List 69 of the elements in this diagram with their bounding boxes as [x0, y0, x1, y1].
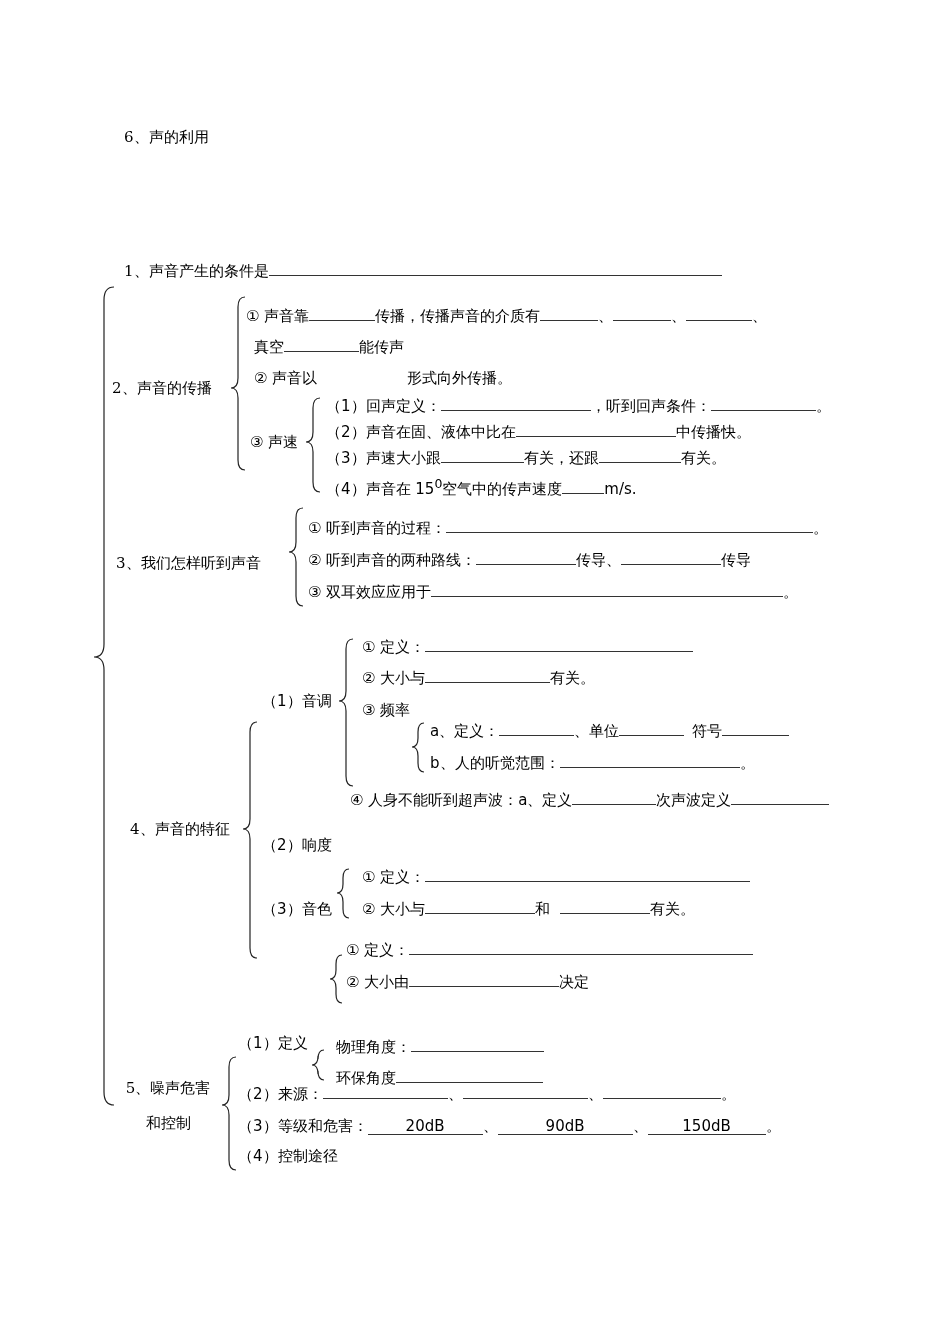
item-text: 中传播快。: [675, 423, 751, 441]
item-text: 有关。: [650, 900, 696, 918]
item-text: 和: [535, 900, 551, 918]
item-text: 传播，传播声音的介质有: [375, 307, 541, 325]
item-text: 传导、: [576, 551, 622, 569]
item-text: （4）控制途径: [238, 1147, 338, 1165]
item-text: ① 定义：: [346, 941, 410, 959]
item-text: 。: [765, 1117, 781, 1135]
item-text: ④ 人身不能听到超声波：a、定义: [350, 791, 573, 809]
section-heading: 2、声音的传播: [112, 379, 212, 397]
item-text: 、: [752, 307, 768, 325]
item-text: 真空: [254, 338, 284, 356]
item-text: （1）回声定义：: [326, 397, 441, 415]
item-text: ② 听到声音的两种路线：: [308, 551, 477, 569]
section-heading: 3、我们怎样听到声音: [116, 554, 261, 572]
fill-in-line: 20dB: [367, 1119, 483, 1135]
item-text: 有关。: [680, 449, 726, 467]
item-text: 。: [739, 754, 755, 772]
fill-in-line: 150dB: [647, 1119, 766, 1135]
item-text: 决定: [559, 973, 590, 991]
item-text: ① 听到声音的过程：: [308, 519, 447, 537]
item-text: 传导: [721, 551, 752, 569]
item-text: （3）声速大小跟: [326, 449, 441, 467]
item-text: ① 定义：: [362, 638, 426, 656]
item-text: 。: [720, 1085, 736, 1103]
item-text: 物理角度：: [336, 1038, 411, 1056]
item-text: 、: [447, 1085, 463, 1103]
item-text: b、人的听觉范围：: [430, 754, 560, 772]
item-text: ③ 声速: [250, 433, 299, 451]
item-text: 、: [598, 307, 614, 325]
section-heading: 1、声音产生的条件是: [124, 262, 269, 280]
item-text: （3）音色: [262, 900, 332, 918]
item-text: 。: [783, 583, 799, 601]
item-text: ② 声音以: [254, 369, 318, 387]
item-text: （4）声音在 15$^{0}$空气中的传声速度: [326, 480, 563, 498]
item-text: （2）声音在固、液体中比在: [326, 423, 516, 441]
item-text: （1）定义: [238, 1034, 308, 1052]
item-text: ① 声音靠: [246, 307, 310, 325]
item-text: ，听到回声条件：: [590, 397, 711, 415]
item-text: 、: [671, 307, 687, 325]
item-text: 符号: [692, 722, 723, 740]
section-heading: 6、声的利用: [124, 128, 209, 146]
item-text: 环保角度: [336, 1069, 396, 1087]
item-text: ② 大小与: [362, 900, 426, 918]
item-text: 能传声: [359, 338, 404, 356]
item-text: a、定义：: [430, 722, 500, 740]
item-text: 有关。: [550, 669, 596, 687]
item-text: 、: [482, 1117, 498, 1135]
fill-in-line: 90dB: [497, 1119, 633, 1135]
item-text: 有关，还跟: [523, 449, 599, 467]
item-text: 、: [587, 1085, 603, 1103]
item-text: 形式向外传播。: [407, 369, 512, 387]
item-text: ③ 双耳效应应用于: [308, 583, 432, 601]
section-heading: 5、噪声危害和控制: [124, 1077, 212, 1134]
item-text: （2）来源：: [238, 1085, 323, 1103]
item-text: 。: [815, 397, 831, 415]
item-text: ② 大小由: [346, 973, 410, 991]
item-text: （2）响度: [262, 836, 332, 854]
item-text: 次声波定义: [656, 791, 732, 809]
item-text: ① 定义：: [362, 868, 426, 886]
item-text: m/s.: [604, 480, 637, 498]
item-text: 、单位: [574, 722, 620, 740]
item-text: （1）音调: [262, 692, 332, 710]
item-text: （3）等级和危害：: [238, 1117, 368, 1135]
item-text: 。: [813, 519, 829, 537]
section-heading: 4、声音的特征: [130, 820, 230, 838]
item-text: ③ 频率: [362, 701, 411, 719]
item-text: ② 大小与: [362, 669, 426, 687]
item-text: 、: [632, 1117, 648, 1135]
